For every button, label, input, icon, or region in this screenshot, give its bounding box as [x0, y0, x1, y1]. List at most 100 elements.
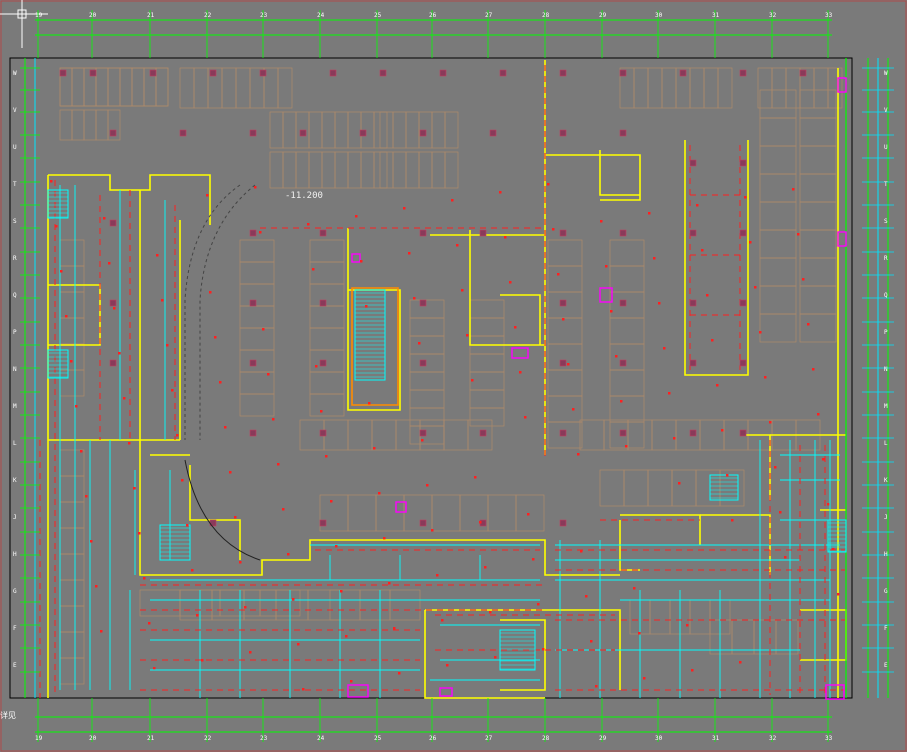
- column-pillar: [489, 129, 497, 137]
- sprinkler-dot: [413, 297, 416, 300]
- sprinkler-dot: [373, 447, 376, 450]
- right-axis-label: E: [884, 662, 888, 669]
- sprinkler-dot: [807, 323, 810, 326]
- sprinkler-dot: [209, 291, 212, 294]
- parking-stall: [469, 299, 505, 319]
- sprinkler-dot: [249, 651, 252, 654]
- sprinkler-dot: [108, 262, 111, 265]
- parking-stall: [609, 421, 645, 449]
- column-pillar: [689, 229, 697, 237]
- parking-stall: [759, 313, 797, 343]
- sprinkler-dot: [60, 270, 63, 273]
- sprinkler-dot: [653, 257, 656, 260]
- sprinkler-dot: [360, 260, 363, 263]
- top-axis-label: 31: [712, 12, 720, 19]
- sprinkler-dot: [827, 503, 830, 506]
- parking-stall: [469, 353, 505, 373]
- walls-layer: [47, 60, 847, 699]
- left-axis-label: E: [13, 662, 17, 669]
- column-pillar: [559, 519, 567, 527]
- bottom-axis-label: 27: [485, 735, 493, 742]
- column-pillar: [619, 69, 627, 77]
- sprinkler-dot: [797, 233, 800, 236]
- sprinkler-dot: [206, 194, 209, 197]
- parking-stall: [515, 494, 545, 532]
- parking-stall: [131, 67, 145, 107]
- parking-stall: [295, 151, 310, 189]
- parking-stall: [753, 619, 777, 655]
- top-axis-label: 26: [429, 12, 437, 19]
- sprinkler-dot: [489, 611, 492, 614]
- column-pillar: [419, 229, 427, 237]
- sprinkler-dot: [138, 532, 141, 535]
- parking-stall: [827, 67, 843, 109]
- stair-symbol: [159, 524, 191, 561]
- column-pillar: [109, 129, 117, 137]
- sprinkler-dot: [436, 574, 439, 577]
- parking-stall: [83, 109, 97, 141]
- parking-stall: [309, 261, 345, 285]
- sprinkler-dot: [315, 365, 318, 368]
- parking-stall: [469, 407, 505, 427]
- parking-stall: [155, 67, 169, 107]
- left-axis-label: U: [13, 144, 17, 151]
- column-pillar: [739, 69, 747, 77]
- sprinkler-dot: [398, 672, 401, 675]
- ucs-cursor-icon: [0, 0, 48, 48]
- sprinkler-dot: [769, 421, 772, 424]
- sprinkler-dot: [234, 516, 237, 519]
- left-axis-label: J: [13, 514, 17, 521]
- column-pillar: [249, 429, 257, 437]
- bottom-axis-label: 28: [542, 735, 550, 742]
- equipment-box: [511, 347, 529, 359]
- sprinkler-dot: [802, 278, 805, 281]
- bottom-axis-label: 31: [712, 735, 720, 742]
- column-pillar: [479, 229, 487, 237]
- sprinkler-dot: [562, 318, 565, 321]
- parking-stall: [392, 151, 407, 189]
- parking-stall: [239, 239, 275, 263]
- parking-stall: [623, 469, 649, 507]
- parking-stall: [547, 239, 583, 267]
- parking-stall: [799, 145, 837, 175]
- sprinkler-dot: [474, 476, 477, 479]
- column-pillar: [249, 229, 257, 237]
- parking-stall: [107, 67, 121, 107]
- sprinkler-dot: [817, 413, 820, 416]
- parking-stall: [775, 619, 799, 655]
- parking-stall: [469, 371, 505, 391]
- sprinkler-dot: [50, 180, 53, 183]
- parking-stall: [675, 419, 701, 451]
- parking-stall: [431, 494, 461, 532]
- pipe-network: [59, 185, 840, 698]
- parking-stall: [155, 67, 169, 107]
- wall-segment: [469, 230, 545, 346]
- wall-segment: [425, 609, 621, 690]
- sprinkler-dot: [643, 677, 646, 680]
- sprinkler-dot: [774, 466, 777, 469]
- parking-stall: [719, 469, 745, 507]
- bottom-axis-label: 26: [429, 735, 437, 742]
- wall-segment: [684, 140, 749, 376]
- sprinkler-dot: [706, 294, 709, 297]
- equipment-box: [347, 684, 369, 698]
- column-pillar: [739, 229, 747, 237]
- stair-symbol: [47, 189, 69, 219]
- parking-stall: [321, 151, 336, 189]
- sprinkler-dot: [620, 400, 623, 403]
- left-axis-label: F: [13, 625, 17, 632]
- right-axis-label: J: [884, 514, 888, 521]
- parking-stall: [59, 239, 85, 267]
- parking-stall: [609, 265, 645, 293]
- parking-stall: [309, 393, 345, 417]
- sprinkler-dot: [524, 416, 527, 419]
- sprinkler-dot: [181, 479, 184, 482]
- column-pillar: [419, 129, 427, 137]
- parking-stall: [547, 265, 583, 293]
- sprinkler-dot: [259, 231, 262, 234]
- sprinkler-dot: [446, 664, 449, 667]
- parking-stall: [59, 605, 85, 633]
- parking-stall: [579, 419, 605, 451]
- parking-stall: [813, 67, 829, 109]
